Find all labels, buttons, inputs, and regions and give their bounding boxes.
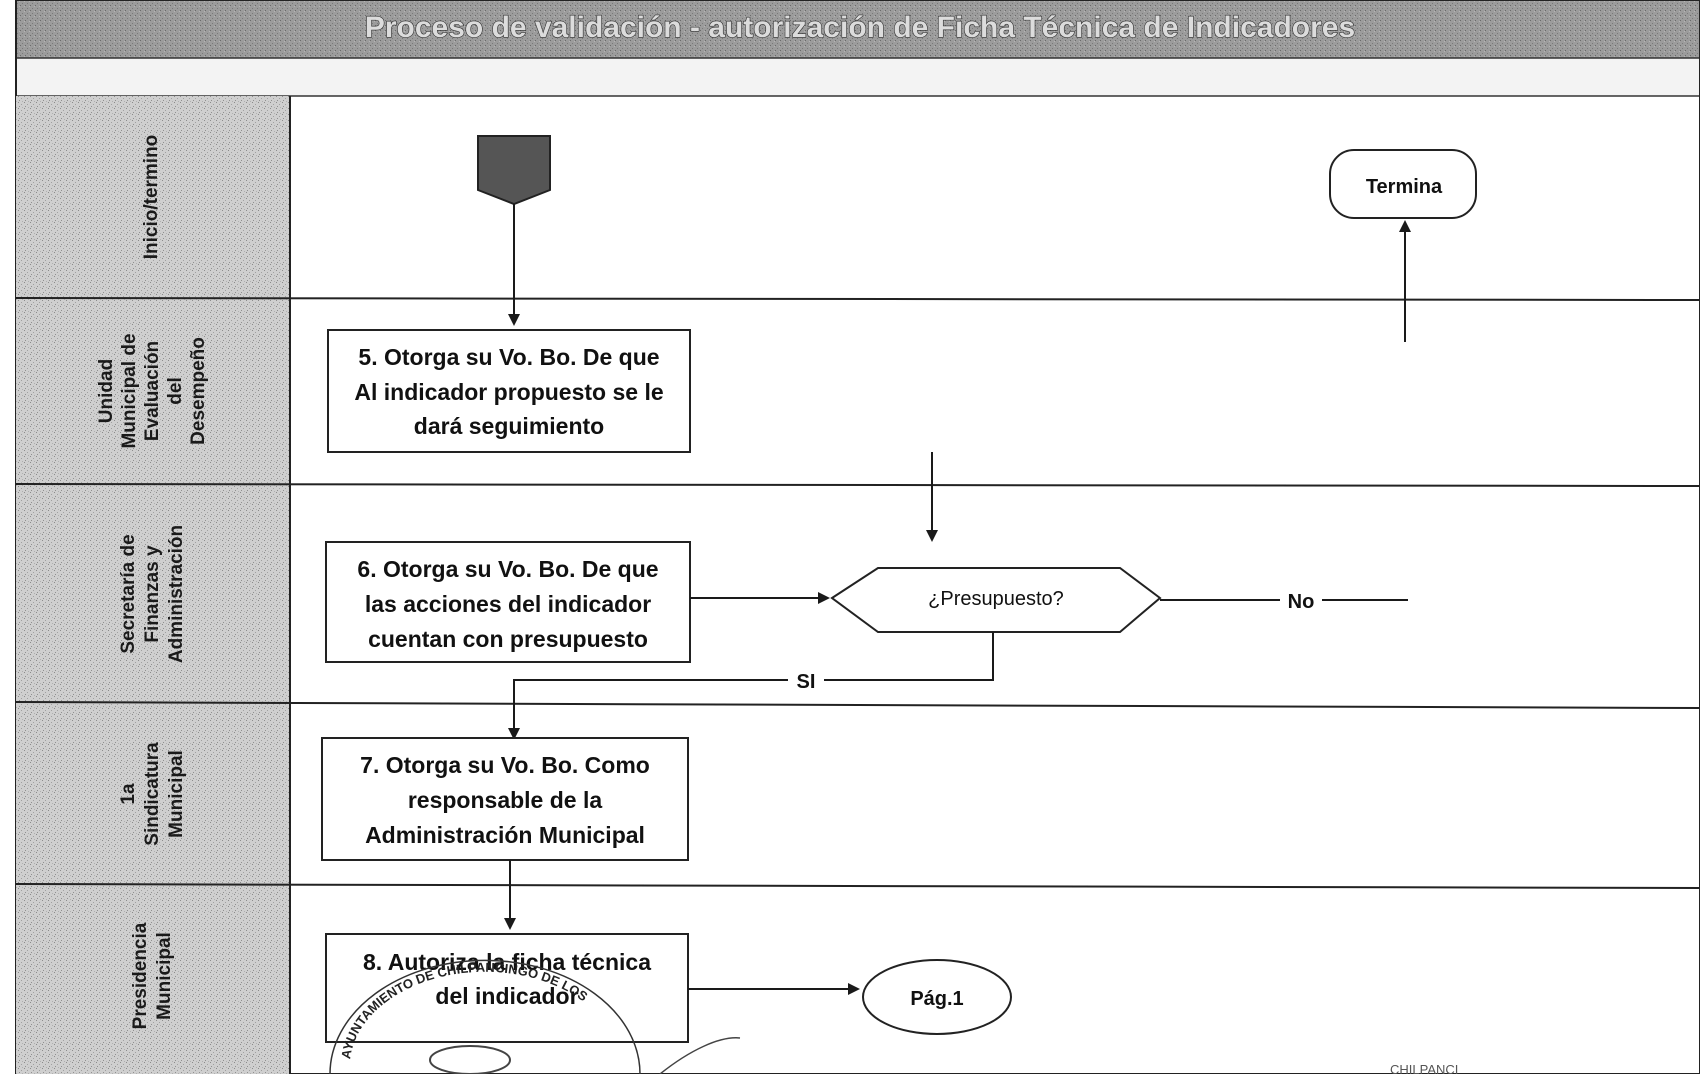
process-box-step7-line: responsable de la xyxy=(408,787,603,813)
process-box-step6-line: cuentan con presupuesto xyxy=(368,626,648,652)
edge-label-si: SI xyxy=(797,671,816,693)
process-box-step7-line: 7. Otorga su Vo. Bo. Como xyxy=(360,752,650,778)
lane-header-column xyxy=(16,96,290,1074)
lane-label-line: Secretaría de xyxy=(118,534,139,653)
lane-label-line: Sindicatura xyxy=(142,742,163,846)
lane-label-line: Inicio/termino xyxy=(141,135,162,260)
lane-label-unidad-evaluacion: Unidad Municipal de Evaluación del Desem… xyxy=(96,333,209,448)
lane-label-line: Finanzas y xyxy=(142,545,163,643)
lane-label-sindicatura: 1a Sindicatura Municipal xyxy=(118,742,187,846)
edge-label-si-bg xyxy=(788,666,824,694)
lane-label-line: 1a xyxy=(118,783,139,805)
decision-presupuesto-label: ¿Presupuesto? xyxy=(928,588,1064,610)
lane-label-presidencia: Presidencia Municipal xyxy=(130,922,175,1029)
process-box-step6-line: las acciones del indicador xyxy=(365,591,651,617)
lane-divider xyxy=(15,701,1700,709)
process-box-step8-line: del indicador xyxy=(435,983,578,1009)
start-offpage-connector xyxy=(477,135,551,206)
process-box-step6-line: 6. Otorga su Vo. Bo. De que xyxy=(357,556,658,582)
lane-divider xyxy=(15,483,1700,487)
lane-divider xyxy=(15,883,1700,889)
signature-stroke xyxy=(659,1037,741,1074)
page-connector xyxy=(862,959,1012,1035)
corner-seal-text: CHILPANCI xyxy=(1390,1062,1458,1074)
title-band xyxy=(16,0,1700,58)
edge-label-no-bg xyxy=(1280,586,1322,614)
sub-band xyxy=(15,57,1700,97)
process-box-step7 xyxy=(321,737,689,861)
process-box-step5-line: dará seguimiento xyxy=(414,413,604,439)
process-box-step5-line: 5. Otorga su Vo. Bo. De que xyxy=(358,344,659,370)
process-box-step5 xyxy=(327,329,691,453)
decision-presupuesto xyxy=(830,567,1162,633)
lane-label-line: Municipal de xyxy=(119,333,140,448)
lane-label-line: Unidad xyxy=(96,359,117,423)
process-box-step5-line: Al indicador propuesto se le xyxy=(354,379,663,405)
process-box-step7-line: Administración Municipal xyxy=(365,822,645,848)
diagram-title: Proceso de validación - autorización de … xyxy=(365,11,1355,44)
terminator-end xyxy=(1329,149,1477,219)
lane-label-line: Desempeño xyxy=(188,337,209,445)
lane-label-secretaria-finanzas: Secretaría de Finanzas y Administración xyxy=(118,525,187,663)
lane-label-line: Presidencia xyxy=(130,922,151,1029)
process-box-step8 xyxy=(325,933,689,1043)
process-box-step6 xyxy=(325,541,691,663)
terminator-end-label: Termina xyxy=(1366,176,1443,198)
lane-divider xyxy=(15,297,1700,301)
page-connector-label: Pág.1 xyxy=(910,988,963,1010)
lane-label-line: Municipal xyxy=(154,932,175,1020)
lane-label-line: del xyxy=(165,377,186,404)
lane-label-line: Administración xyxy=(166,525,187,663)
lane-label-line: Municipal xyxy=(166,750,187,838)
lane-label-line: Evaluación xyxy=(142,341,163,441)
lane-label-inicio-termino: Inicio/termino xyxy=(141,135,162,260)
flow-line-si xyxy=(508,632,994,740)
edge-label-no: No xyxy=(1288,591,1315,613)
